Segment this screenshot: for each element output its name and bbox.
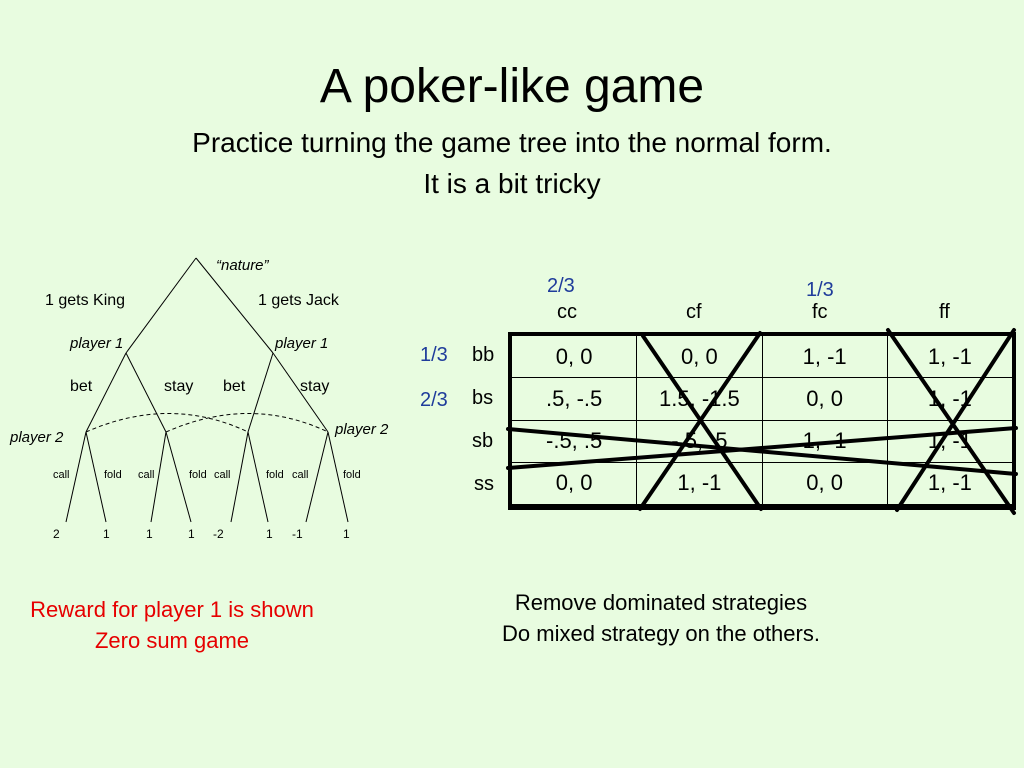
player2-label-right: player 2 <box>334 421 389 438</box>
jack-label: 1 gets Jack <box>258 292 340 309</box>
call-label-4: call <box>292 469 309 481</box>
player1-label-left: player 1 <box>69 335 123 352</box>
fold-label-1: fold <box>104 469 122 481</box>
king-label: 1 gets King <box>45 292 125 309</box>
payoff-2: 1 <box>103 527 110 541</box>
call-label-3: call <box>214 469 231 481</box>
edge-king <box>125 257 197 354</box>
cell-bs-fc: 0, 0 <box>761 377 888 421</box>
col-header-ff: ff <box>939 301 950 323</box>
cell-bb-cf: 0, 0 <box>636 334 763 379</box>
col-header-fc: fc <box>812 301 828 323</box>
nature-label: “nature” <box>216 257 270 274</box>
payoff-5: -2 <box>213 527 224 541</box>
edge-fold-4 <box>327 431 349 523</box>
edge-jack-stay <box>272 352 329 433</box>
cell-ss-cc: 0, 0 <box>510 461 638 506</box>
fold-label-2: fold <box>189 469 207 481</box>
table-row: -.5, .5 -.5, .5 1, -1 1, -1 <box>510 419 1014 463</box>
edge-fold-3 <box>247 431 269 523</box>
fold-label-3: fold <box>266 469 284 481</box>
cell-ss-ff: 1, -1 <box>886 461 1014 506</box>
cell-ss-cf: 1, -1 <box>636 461 763 506</box>
payoff-8: 1 <box>343 527 350 541</box>
edge-fold-2 <box>165 431 192 523</box>
edge-call-3 <box>230 431 249 523</box>
subtitle: Practice turning the game tree into the … <box>192 127 832 158</box>
player1-label-right: player 1 <box>274 335 328 352</box>
payoff-4: 1 <box>188 527 195 541</box>
row-header-bs: bs <box>472 387 494 409</box>
payoff-6: 1 <box>266 527 273 541</box>
col-header-cc: cc <box>557 301 577 323</box>
payoff-matrix: 0, 0 0, 0 1, -1 1, -1 .5, -.5 1.5, -1.5 … <box>508 332 1016 510</box>
cell-bs-ff: 1, -1 <box>886 377 1014 421</box>
cell-bb-cc: 0, 0 <box>510 334 638 379</box>
cell-bs-cf: 1.5, -1.5 <box>636 377 763 421</box>
edge-fold-1 <box>85 431 107 523</box>
cell-sb-fc: 1, -1 <box>761 419 888 463</box>
payoff-table: 0, 0 0, 0 1, -1 1, -1 .5, -.5 1.5, -1.5 … <box>510 334 1014 506</box>
edge-call-1 <box>65 431 87 523</box>
cell-sb-cc: -.5, .5 <box>510 419 638 463</box>
table-row: .5, -.5 1.5, -1.5 0, 0 1, -1 <box>510 377 1014 421</box>
row-prob-bs: 2/3 <box>420 389 448 411</box>
row-header-sb: sb <box>472 430 494 452</box>
subtitle-line-2: It is a bit tricky <box>423 168 601 199</box>
stay-label-right: stay <box>300 378 329 395</box>
edge-king-bet <box>85 352 127 433</box>
edge-king-stay <box>125 352 167 433</box>
row-header-bb: bb <box>472 344 495 366</box>
player2-label-left: player 2 <box>9 429 64 446</box>
table-row: 0, 0 1, -1 0, 0 1, -1 <box>510 461 1014 506</box>
payoff-1: 2 <box>53 527 60 541</box>
mixed-strategy-note: Do mixed strategy on the others. <box>502 621 820 646</box>
col-prob-cc: 2/3 <box>547 275 575 297</box>
page-title: A poker-like game <box>319 60 705 113</box>
cell-sb-ff: 1, -1 <box>886 419 1014 463</box>
info-set-dash-1 <box>85 413 249 433</box>
edge-jack-bet <box>247 352 274 433</box>
cell-bb-ff: 1, -1 <box>886 334 1014 379</box>
zero-sum-note: Zero sum game <box>94 628 250 653</box>
cell-bb-fc: 1, -1 <box>761 334 888 379</box>
col-prob-fc: 1/3 <box>806 279 834 301</box>
row-header-ss: ss <box>474 473 494 495</box>
call-label-2: call <box>138 469 155 481</box>
payoff-7: -1 <box>292 527 303 541</box>
bet-label-right: bet <box>223 378 246 395</box>
payoff-3: 1 <box>146 527 153 541</box>
col-header-cf: cf <box>686 301 702 323</box>
call-label-1: call <box>53 469 70 481</box>
cell-ss-fc: 0, 0 <box>761 461 888 506</box>
bet-label-left: bet <box>70 378 93 395</box>
remove-dominated-note: Remove dominated strategies <box>514 590 808 615</box>
edge-call-4 <box>305 431 329 523</box>
stay-label-left: stay <box>164 378 193 395</box>
cell-bs-cc: .5, -.5 <box>510 377 638 421</box>
table-row: 0, 0 0, 0 1, -1 1, -1 <box>510 334 1014 379</box>
game-tree: “nature” 1 gets King 1 gets Jack player … <box>9 257 389 541</box>
fold-label-4: fold <box>343 469 361 481</box>
cell-sb-cf: -.5, .5 <box>636 419 763 463</box>
row-prob-bb: 1/3 <box>420 344 448 366</box>
edge-jack <box>195 257 274 354</box>
reward-note: Reward for player 1 is shown <box>30 597 314 622</box>
edge-call-2 <box>150 431 167 523</box>
info-set-dash-2 <box>165 413 329 433</box>
